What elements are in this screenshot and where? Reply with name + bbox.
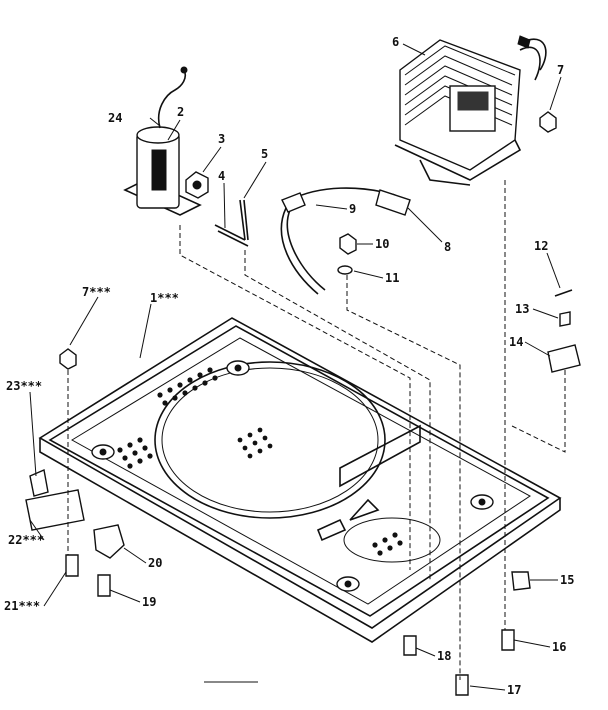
callout-4: 4 — [218, 169, 225, 183]
callout-3: 3 — [218, 132, 225, 146]
callout-16: 16 — [552, 640, 566, 654]
callout-8: 8 — [444, 240, 451, 254]
callout-labels: 24 2 3 4 5 6 7 7*** 1*** 9 8 10 11 12 13… — [4, 35, 574, 697]
callout-6: 6 — [392, 35, 399, 49]
callout-18: 18 — [437, 649, 451, 663]
base-plate — [38, 317, 562, 643]
callout-9: 9 — [349, 202, 356, 216]
callout-24: 24 — [108, 111, 122, 125]
callout-10: 10 — [375, 237, 389, 251]
callout-17: 17 — [507, 683, 521, 697]
callout-1: 1*** — [150, 291, 179, 305]
callout-7-left: 7*** — [82, 285, 111, 299]
capacitor — [123, 66, 202, 216]
callout-5: 5 — [261, 147, 268, 161]
callout-13: 13 — [515, 302, 529, 316]
assembly-guide-lines — [67, 180, 566, 680]
callout-7-top: 7 — [557, 63, 564, 77]
vent-holes — [117, 367, 403, 556]
callout-14: 14 — [509, 335, 523, 349]
transformer — [394, 35, 547, 186]
callout-19: 19 — [142, 595, 156, 609]
callout-11: 11 — [385, 271, 399, 285]
leader-lines — [29, 43, 562, 691]
foot-bosses — [91, 360, 494, 592]
callout-2: 2 — [177, 105, 184, 119]
callout-15: 15 — [560, 573, 574, 587]
small-parts — [25, 111, 581, 696]
callout-22: 22*** — [8, 533, 44, 547]
callout-23: 23*** — [6, 379, 42, 393]
callout-12: 12 — [534, 239, 548, 253]
callout-21: 21*** — [4, 599, 40, 613]
callout-20: 20 — [148, 556, 162, 570]
